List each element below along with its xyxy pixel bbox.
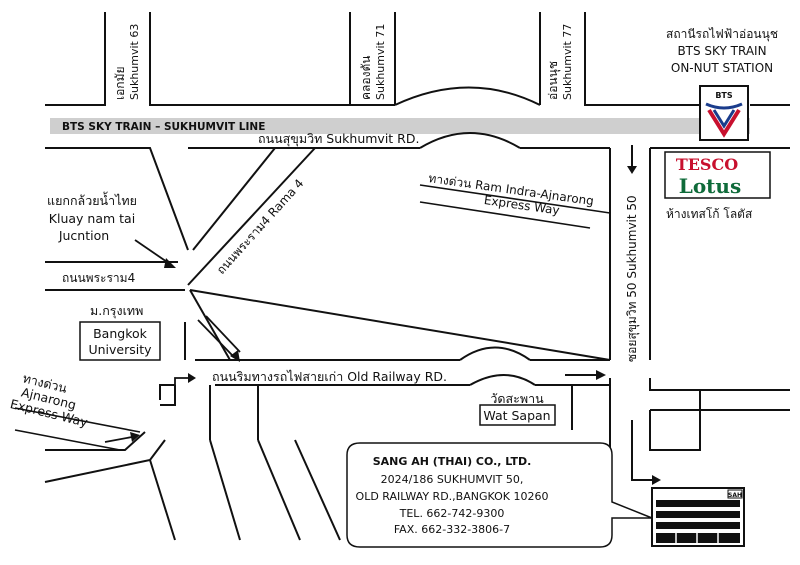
street-label-63-en: Sukhumvit 63	[128, 24, 141, 100]
svg-text:Lotus: Lotus	[679, 174, 741, 198]
bu-en-label-1: Bangkok	[93, 326, 148, 341]
company-building-icon: SAH	[651, 487, 745, 547]
tesco-thai-label: ห้างเทสโก้ โลตัส	[666, 207, 753, 221]
company-address-2: OLD RAILWAY RD.,BANGKOK 10260	[356, 490, 549, 503]
skytrain-line-label: BTS SKY TRAIN – SUKHUMVIT LINE	[62, 121, 265, 133]
road-sukhumvit-63	[45, 12, 395, 106]
svg-text:SAH: SAH	[728, 492, 742, 499]
bts-station-thai: สถานีรถไฟฟ้าอ่อนนุช	[666, 27, 778, 42]
street-label-63-thai: เอกมัย	[113, 66, 127, 100]
kluay-en-label-1: Kluay nam tai	[49, 211, 135, 226]
company-tel: TEL. 662-742-9300	[399, 507, 505, 520]
arrow-ajnarong-icon	[104, 432, 140, 443]
soi-50-label: ซอยสุขุมวิท 50 Sukhumvit 50	[625, 195, 640, 362]
svg-text:TESCO: TESCO	[676, 155, 738, 174]
sukhumvit-road-label: ถนนสุขุมวิท Sukhumvit RD.	[258, 131, 419, 147]
bts-station-en-2: ON-NUT STATION	[671, 61, 773, 75]
rama4-diag-label: ถนนพระราม4 Rama 4	[214, 176, 307, 277]
bu-thai-label: ม.กรุงเทพ	[90, 303, 143, 319]
street-label-71-en: Sukhumvit 71	[374, 24, 387, 100]
arrow-down-icon	[627, 145, 637, 174]
arrow-up-junction-icon	[174, 373, 196, 400]
street-label-71-thai: คลองตัน	[359, 56, 373, 100]
wat-sapan-en: Wat Sapan	[483, 408, 550, 423]
company-address-1: 2024/186 SUKHUMVIT 50,	[381, 473, 524, 486]
road-ram-indra-expressway	[419, 184, 611, 229]
road-old-railway	[44, 346, 610, 541]
wat-sapan-thai: วัดสะพาน	[490, 391, 544, 406]
bts-logo-icon: BTS	[699, 85, 749, 141]
tesco-lotus-logo: TESCO Lotus	[664, 151, 771, 199]
arrow-right-icon	[565, 370, 606, 380]
rama4-left-label: ถนนพระราม4	[62, 271, 135, 285]
street-label-77-thai: อ่อนนุช	[546, 61, 561, 100]
wat-sapan-box	[479, 404, 556, 426]
street-label-77-en: Sukhumvit 77	[561, 24, 574, 100]
company-fax: FAX. 662-332-3806-7	[394, 523, 510, 536]
bu-en-label-2: University	[88, 342, 152, 357]
svg-text:BTS: BTS	[715, 91, 733, 100]
road-ajnarong-expressway	[14, 407, 141, 451]
skytrain-line-bar	[50, 118, 750, 134]
company-name: SANG AH (THAI) CO., LTD.	[373, 455, 532, 468]
kluay-thai-label: แยกกล้วยน้ำไทย	[47, 191, 137, 208]
road-sukhumvit-77	[539, 12, 790, 106]
old-railway-label: ถนนริมทางรถไฟสายเก่า Old Railway RD.	[212, 369, 447, 384]
bu-box	[79, 321, 161, 361]
company-callout	[346, 442, 653, 548]
kluay-en-label-2: Jucntion	[58, 228, 109, 243]
road-sukhumvit-lower	[45, 132, 790, 251]
arrow-to-building-icon	[631, 420, 661, 485]
arrow-diag-junction-icon	[197, 315, 241, 362]
arrow-junction-icon	[134, 239, 176, 268]
bts-station-en-1: BTS SKY TRAIN	[677, 44, 766, 58]
road-rama-4	[45, 147, 611, 361]
road-sukhumvit-71	[349, 12, 541, 106]
